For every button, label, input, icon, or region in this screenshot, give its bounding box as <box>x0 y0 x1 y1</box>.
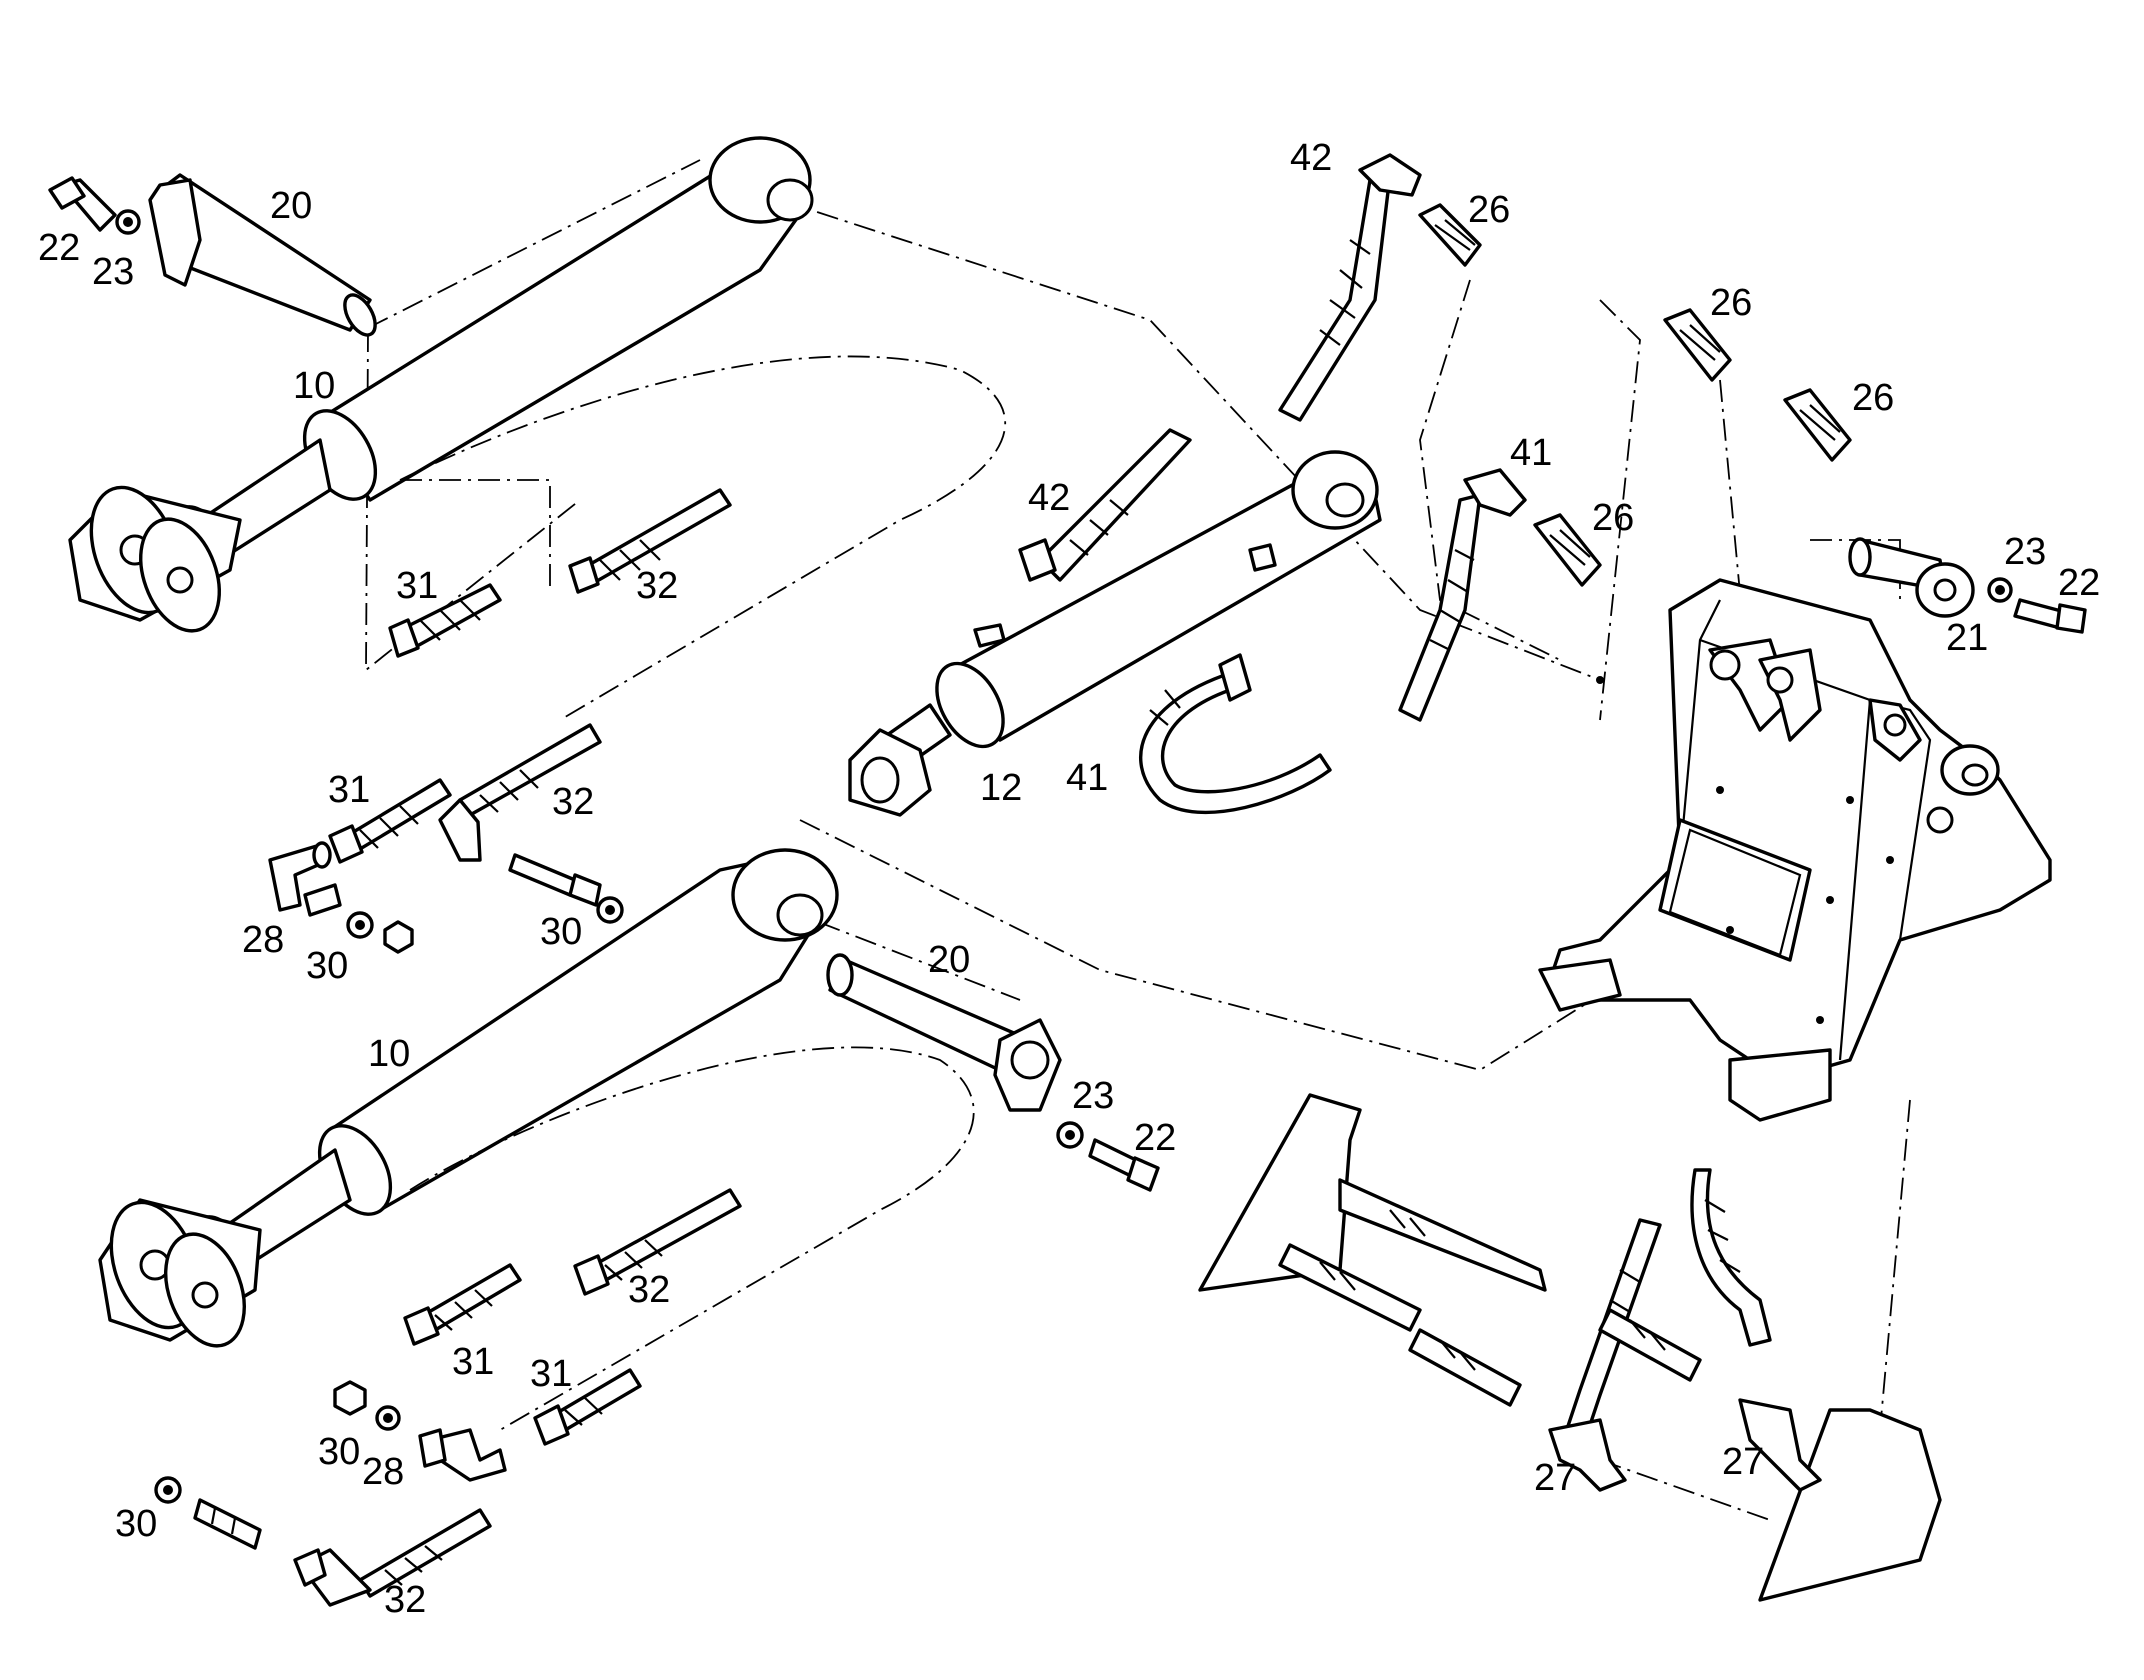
hose-41-loop <box>1139 653 1332 815</box>
hose-31-bottom <box>403 1263 522 1346</box>
label-31: 31 <box>530 1353 572 1395</box>
label-26: 26 <box>1710 282 1752 324</box>
label-21: 21 <box>1946 617 1988 659</box>
label-32: 32 <box>636 565 678 607</box>
label-20: 20 <box>928 939 970 981</box>
bolt-bottom <box>1056 1121 1160 1192</box>
bolt-top-left <box>48 176 141 235</box>
label-10: 10 <box>293 365 335 407</box>
elbow-28-mid <box>268 841 342 917</box>
hydraulic-cylinder-bottom <box>98 848 839 1348</box>
label-30: 30 <box>306 945 348 987</box>
label-28: 28 <box>362 1451 404 1493</box>
label-26: 26 <box>1852 377 1894 419</box>
label-41: 41 <box>1066 757 1108 799</box>
label-31: 31 <box>396 565 438 607</box>
hose-42-mid <box>1018 428 1192 582</box>
hose-32-bottom <box>573 1188 742 1296</box>
fitting-26-b <box>1663 308 1732 382</box>
label-31: 31 <box>452 1341 494 1383</box>
nut-30-bottom <box>333 1380 401 1431</box>
label-12: 12 <box>980 767 1022 809</box>
hose-32-top <box>568 488 732 594</box>
label-32: 32 <box>552 781 594 823</box>
label-30: 30 <box>318 1431 360 1473</box>
mounting-frame <box>1538 578 2052 1122</box>
hose-42-top <box>1278 153 1422 422</box>
label-26: 26 <box>1468 189 1510 231</box>
bracket-detail <box>1198 1093 1942 1602</box>
fitting-mid <box>508 853 624 924</box>
nut-30-mid <box>346 911 414 954</box>
pin-bottom <box>826 953 1062 1112</box>
label-30: 30 <box>115 1503 157 1545</box>
hose-32-mid <box>438 723 602 862</box>
pin-top <box>148 173 377 337</box>
label-27: 27 <box>1722 1441 1764 1483</box>
label-32: 32 <box>384 1579 426 1621</box>
fitting-26-c <box>1783 388 1852 462</box>
hydraulic-cylinder-12 <box>848 450 1382 817</box>
label-26: 26 <box>1592 497 1634 539</box>
fitting-lowest <box>154 1476 262 1550</box>
label-22: 22 <box>1134 1117 1176 1159</box>
label-28: 28 <box>242 919 284 961</box>
hose-41-top <box>1398 468 1527 722</box>
hose-31-mid <box>328 778 452 864</box>
label-22: 22 <box>2058 562 2100 604</box>
label-22: 22 <box>38 227 80 269</box>
fitting-26-a <box>1418 203 1482 267</box>
bolt-right <box>1987 577 2087 634</box>
label-32: 32 <box>628 1269 670 1311</box>
label-30: 30 <box>540 911 582 953</box>
callout-labels: 22 23 20 10 31 32 42 26 26 26 41 26 42 2… <box>38 137 2100 1621</box>
fitting-26-d <box>1533 513 1602 587</box>
hose-31-lowest <box>533 1368 642 1446</box>
elbow-28-bottom <box>418 1428 507 1482</box>
label-27: 27 <box>1534 1457 1576 1499</box>
label-42: 42 <box>1028 477 1070 519</box>
label-23: 23 <box>92 251 134 293</box>
hose-32-lowest <box>293 1508 492 1607</box>
label-31: 31 <box>328 769 370 811</box>
hose-loop-bottom <box>409 1046 975 1431</box>
label-10: 10 <box>368 1033 410 1075</box>
pin-21 <box>1848 537 1975 618</box>
hose-31-top <box>388 583 502 658</box>
label-20: 20 <box>270 185 312 227</box>
label-41: 41 <box>1510 432 1552 474</box>
label-23: 23 <box>1072 1075 1114 1117</box>
hose-loop-top <box>399 355 1006 721</box>
hydraulic-cylinder-top <box>68 136 814 633</box>
label-23: 23 <box>2004 531 2046 573</box>
label-42: 42 <box>1290 137 1332 179</box>
